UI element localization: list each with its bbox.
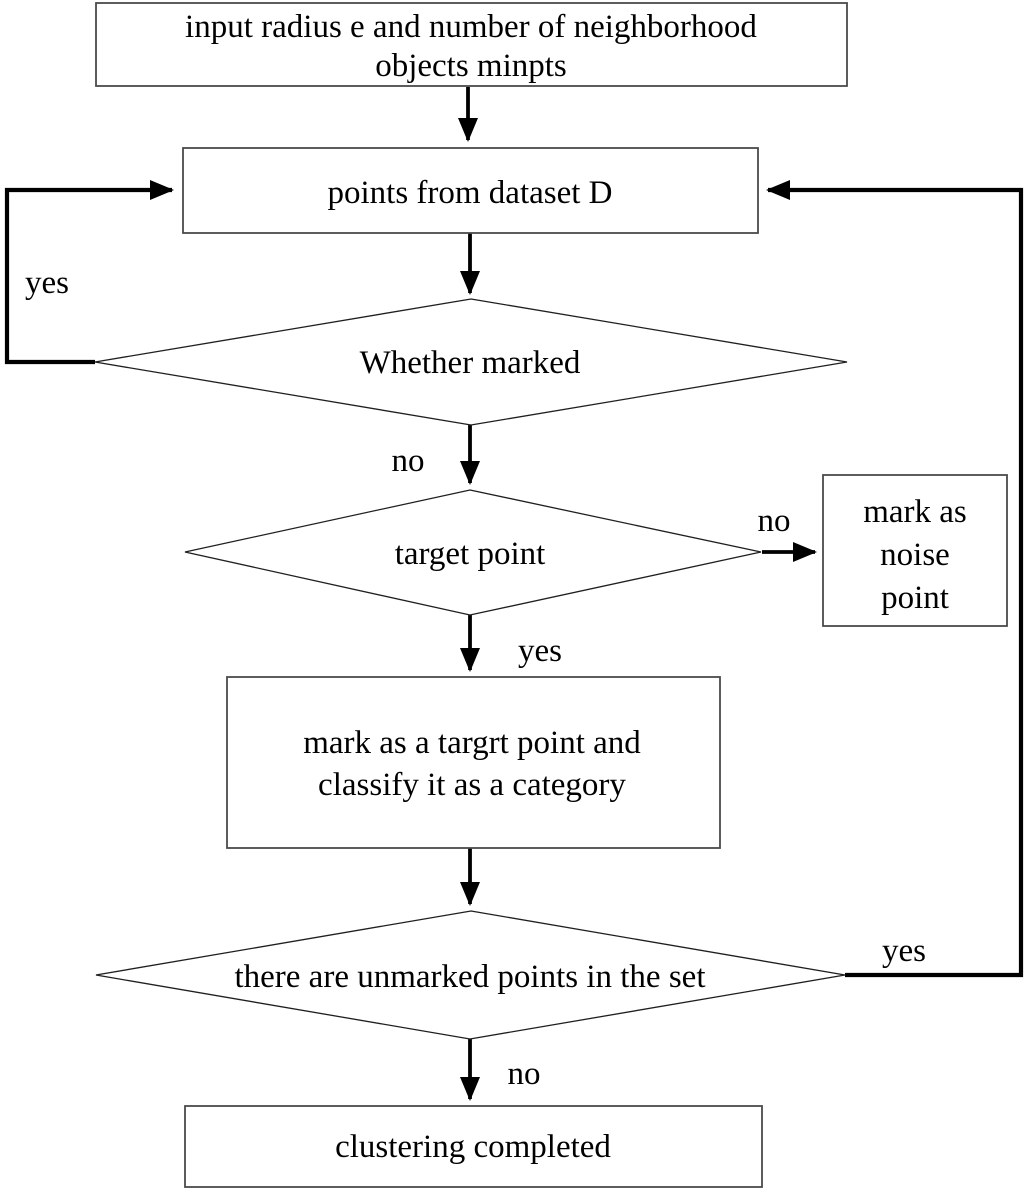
- target-point-label: target point: [395, 536, 546, 572]
- mark-target-label-line2: classify it as a category: [318, 767, 626, 803]
- completed-node-label: clustering completed: [335, 1129, 611, 1165]
- edge-label-whether-marked-no: no: [392, 443, 425, 479]
- noise-node-label-line2: noise: [880, 537, 950, 573]
- loop-unmarked-yes-to-dataset: [766, 180, 1024, 978]
- input-node: [95, 2, 848, 87]
- edge-label-whether-marked-yes: yes: [25, 265, 69, 301]
- input-node-label-line2: objects minpts: [375, 48, 567, 84]
- whether-marked-label: Whether marked: [360, 345, 581, 381]
- unmarked-points-decision: [95, 910, 846, 1040]
- mark-target-node: [226, 676, 721, 849]
- whether-marked-decision: [94, 298, 848, 426]
- dataset-node-label: points from dataset D: [327, 175, 612, 211]
- noise-node-label-line3: point: [881, 580, 949, 616]
- mark-target-label-line1: mark as a targrt point and: [303, 725, 641, 761]
- input-node-label-line1: input radius e and number of neighborhoo…: [185, 9, 757, 45]
- edge-label-target-point-yes: yes: [518, 633, 562, 669]
- loop-whether-marked-yes-to-dataset: [4, 180, 174, 365]
- unmarked-points-label: there are unmarked points in the set: [234, 959, 705, 995]
- dataset-node: [182, 147, 759, 234]
- target-point-decision: [184, 489, 762, 616]
- edge-label-target-point-no: no: [758, 503, 791, 539]
- noise-node-label-line1: mark as: [863, 494, 967, 530]
- edge-label-unmarked-no: no: [508, 1056, 541, 1092]
- edge-label-unmarked-yes: yes: [882, 933, 926, 969]
- noise-node: [822, 474, 1008, 627]
- completed-node: [184, 1105, 763, 1188]
